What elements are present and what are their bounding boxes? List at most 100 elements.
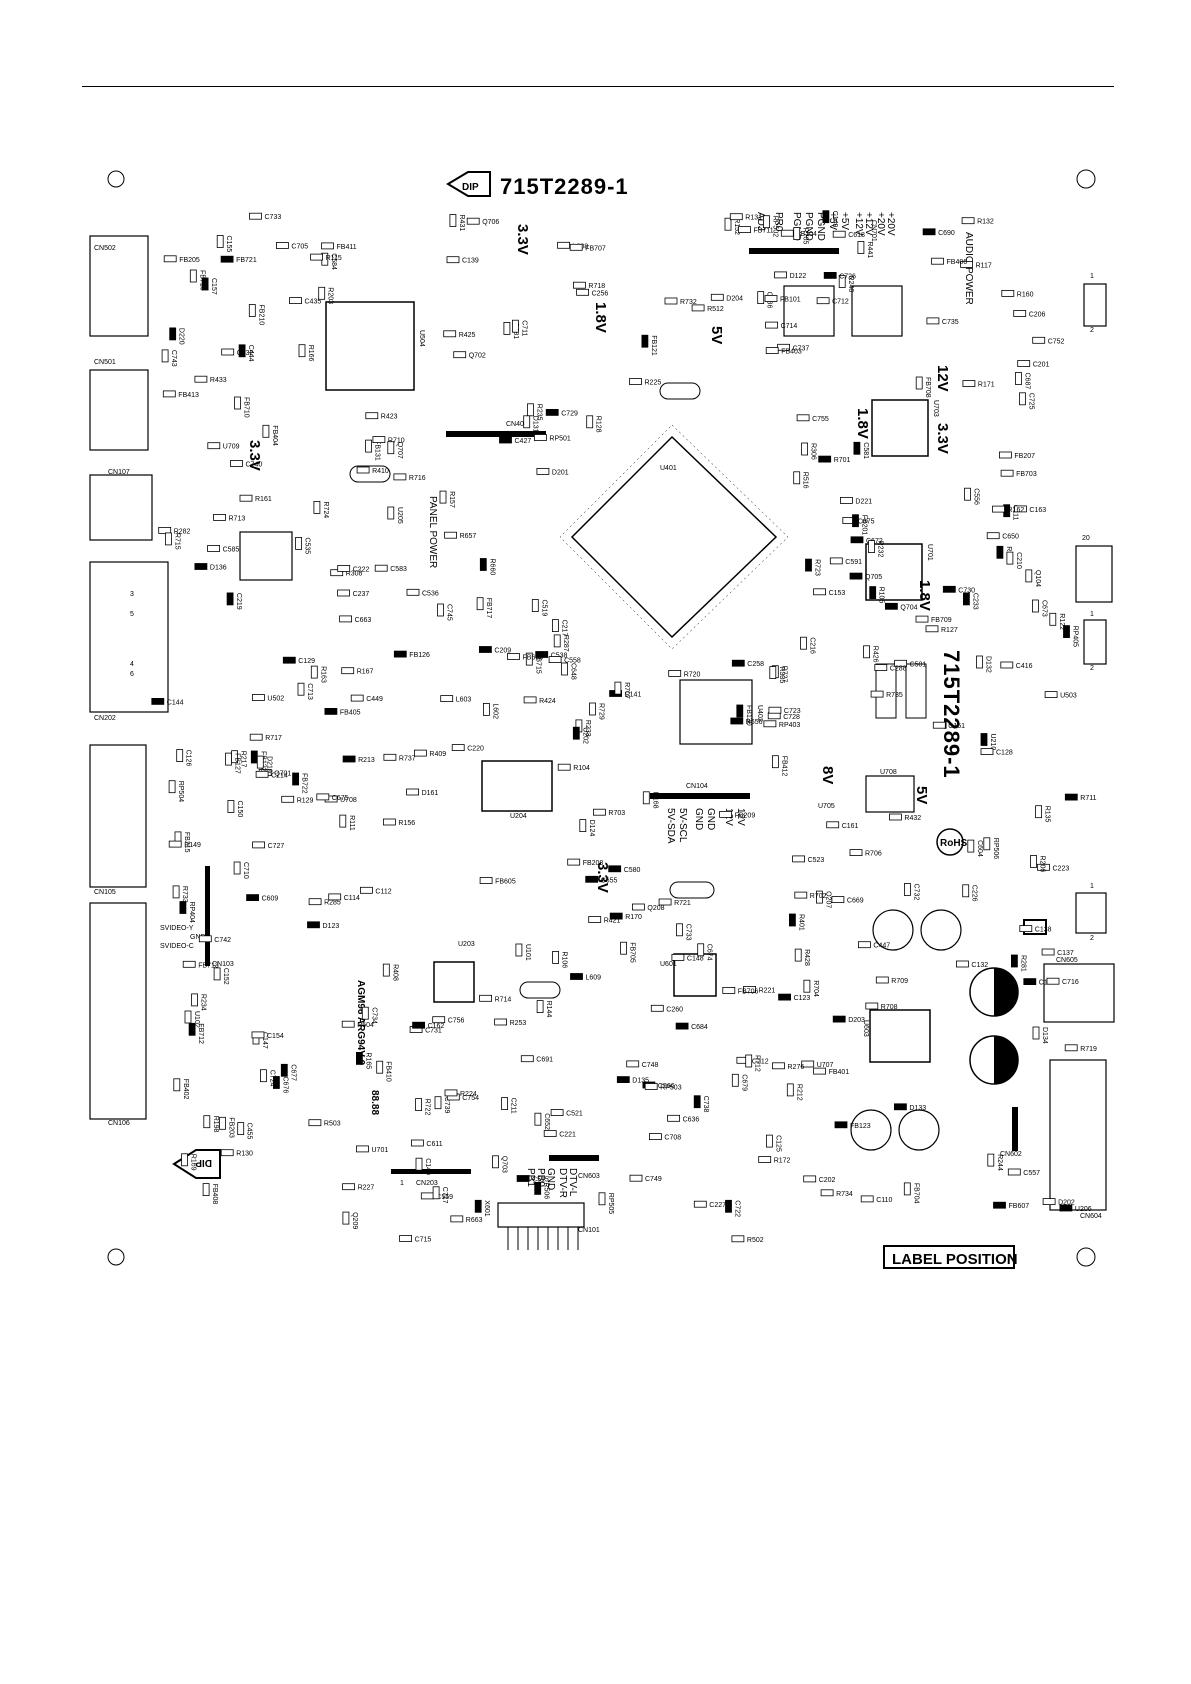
part-reference: R221	[759, 987, 776, 994]
smd-pad	[964, 487, 971, 501]
smd-pad	[772, 755, 779, 769]
connector-cn202	[89, 561, 169, 713]
svg-text:1: 1	[400, 1180, 404, 1187]
ic-u203	[433, 961, 475, 1003]
part-reference: R233	[584, 720, 591, 737]
smd-pad	[1030, 855, 1037, 868]
smd-pad	[251, 694, 265, 701]
connector-cn106	[89, 902, 147, 1120]
smd-pad	[820, 1189, 834, 1197]
part-reference: C523	[808, 857, 825, 864]
part-reference: C691	[536, 1057, 553, 1064]
part-reference: R703	[608, 810, 625, 817]
svg-text:U703: U703	[932, 400, 939, 417]
svideo-y-label: SVIDEO-Y	[160, 925, 194, 932]
part-reference: C743	[170, 350, 177, 367]
smd-pad	[650, 1004, 664, 1012]
part-reference: R701	[834, 457, 851, 464]
smd-pad	[801, 1060, 815, 1068]
smd-pad	[834, 1121, 848, 1129]
smd-pad	[443, 330, 457, 338]
smd-pad	[198, 935, 212, 943]
part-reference: RP505	[607, 1193, 614, 1215]
part-reference: U502	[267, 696, 284, 703]
smd-pad	[875, 976, 889, 984]
smd-pad	[449, 214, 457, 227]
smd-pad	[894, 659, 907, 667]
smd-pad	[868, 540, 875, 553]
part-reference: Q208	[647, 905, 664, 912]
part-reference: C710	[242, 862, 249, 879]
smd-pad	[987, 1153, 995, 1167]
part-reference: C724	[268, 1070, 275, 1087]
smd-pad	[478, 646, 492, 653]
part-reference: D202	[1058, 1200, 1075, 1207]
svg-text:6: 6	[130, 671, 134, 678]
smd-pad	[803, 979, 811, 993]
smd-pad	[561, 662, 568, 676]
ic-u701	[865, 543, 923, 601]
smd-pad	[207, 442, 221, 450]
smd-pad	[169, 327, 177, 341]
part-reference: C212	[752, 1058, 769, 1065]
smd-pad	[410, 1139, 424, 1147]
part-reference: R281	[1019, 955, 1026, 972]
part-reference: D133	[909, 1105, 926, 1112]
part-reference: R161	[255, 496, 272, 503]
svg-text:2: 2	[1090, 327, 1094, 334]
connector-cn502	[89, 235, 149, 337]
part-reference: C221	[559, 1132, 576, 1139]
smd-pad	[330, 569, 344, 577]
smd-pad	[1064, 1044, 1078, 1052]
part-reference: R715	[173, 533, 180, 550]
smd-pad	[237, 1122, 245, 1135]
smd-pad	[675, 1022, 689, 1030]
part-reference: C652	[543, 1113, 550, 1130]
part-reference: C141	[625, 692, 642, 699]
smd-pad	[1019, 925, 1033, 932]
smd-pad	[282, 656, 296, 664]
smd-pad	[444, 1089, 458, 1097]
smd-pad	[439, 490, 447, 504]
part-reference: C519	[540, 600, 547, 617]
part-reference: C712	[832, 299, 849, 306]
smd-pad	[823, 271, 837, 279]
part-number-side: 715T2289-1	[939, 650, 964, 779]
smd-pad	[676, 923, 683, 937]
voltage-label-7: 1.8V	[916, 580, 933, 611]
part-reference: C227	[709, 1202, 726, 1209]
part-reference: C738	[702, 1096, 709, 1113]
voltage-label-10: 3.3V	[246, 440, 263, 471]
part-reference: R170	[625, 914, 642, 921]
part-reference: C711	[520, 320, 527, 336]
part-reference: C740	[246, 462, 263, 469]
smd-pad	[942, 585, 956, 593]
header-cn701	[749, 248, 839, 254]
smd-pad	[572, 726, 580, 740]
part-reference: U701	[372, 1147, 389, 1154]
part-reference: R656	[746, 719, 763, 726]
part-reference: R714	[495, 996, 512, 1003]
smd-pad	[184, 1010, 192, 1024]
part-reference: R503	[324, 1121, 341, 1128]
part-reference: R423	[381, 414, 398, 421]
part-reference: R710	[388, 438, 405, 445]
part-reference: C148	[687, 955, 704, 962]
smd-pad	[310, 665, 318, 679]
smd-pad	[534, 1182, 542, 1195]
smd-pad	[922, 228, 936, 236]
svg-text:1: 1	[1090, 883, 1094, 890]
smd-pad	[501, 1097, 509, 1110]
smd-pad	[609, 912, 623, 920]
smd-pad	[342, 755, 356, 763]
connector-cn-right-2	[1083, 619, 1107, 665]
smd-pad	[238, 344, 246, 358]
smd-pad	[523, 415, 531, 429]
part-reference: C687	[1024, 373, 1031, 390]
svg-text:U504: U504	[418, 330, 425, 347]
part-reference: FB712	[197, 1023, 204, 1044]
part-reference: R712	[754, 1055, 761, 1072]
part-reference: C256	[592, 290, 609, 297]
smd-pad	[710, 293, 724, 301]
part-reference: C216	[809, 637, 816, 654]
